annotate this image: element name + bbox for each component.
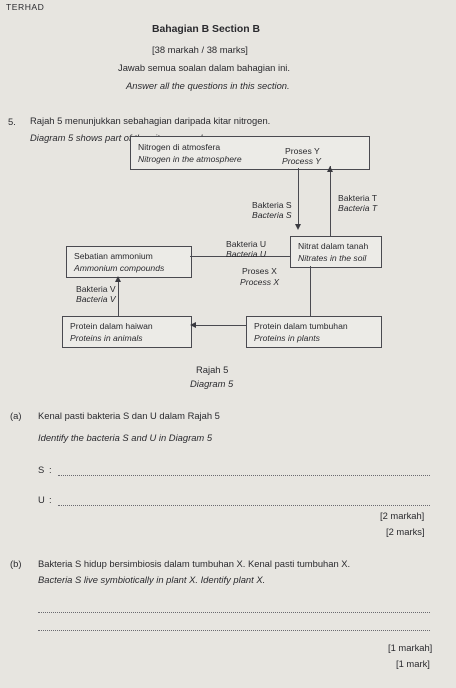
bacteria-v-en: Bacteria V xyxy=(76,294,116,304)
ammonium-box xyxy=(66,246,192,278)
process-x-en: Process X xyxy=(240,277,280,287)
total-marks: [38 markah / 38 marks] xyxy=(152,44,248,55)
part-b-text-ms: Bakteria S hidup bersimbiosis dalam tumb… xyxy=(38,558,351,569)
plant-protein-box xyxy=(246,316,382,348)
answer-b-line-2[interactable] xyxy=(38,630,430,631)
plant-to-animal-line xyxy=(194,325,246,326)
part-a-marks-ms: [2 markah] xyxy=(380,510,425,521)
part-a-label: (a) xyxy=(10,410,22,421)
instruction-en: Answer all the questions in this section… xyxy=(126,80,290,91)
question-number: 5. xyxy=(8,116,16,127)
atmosphere-label-en: Nitrogen in the atmosphere xyxy=(138,154,242,164)
ammonium-label-ms: Sebatian ammonium xyxy=(74,251,153,261)
plant-protein-en: Proteins in plants xyxy=(254,333,320,343)
bacteria-t-ms: Bakteria T xyxy=(338,193,378,203)
bacteria-u-ms: Bakteria U xyxy=(226,239,267,249)
bacteria-v-arrow xyxy=(114,276,121,282)
part-b-text-en: Bacteria S live symbiotically in plant X… xyxy=(38,574,266,585)
question-stem-ms: Rajah 5 menunjukkan sebahagian daripada … xyxy=(30,115,271,126)
bacteria-v-line xyxy=(118,278,119,316)
process-x-ms: Proses X xyxy=(242,266,277,276)
nitrate-box xyxy=(290,236,382,268)
process-y-line xyxy=(330,166,331,236)
answer-u-colon: : xyxy=(49,494,52,505)
part-a-text-ms: Kenal pasti bakteria S dan U dalam Rajah… xyxy=(38,410,220,421)
animal-protein-box xyxy=(62,316,192,348)
part-b-marks-en: [1 mark] xyxy=(396,658,430,669)
diagram-caption-ms: Rajah 5 xyxy=(196,364,229,375)
part-a-marks-en: [2 marks] xyxy=(386,526,425,537)
nitrate-label-ms: Nitrat dalam tanah xyxy=(298,241,369,251)
process-y-en: Process Y xyxy=(282,156,322,166)
answer-s-label: S xyxy=(38,464,45,475)
bacteria-t-en: Bacteria T xyxy=(338,203,378,213)
bacteria-s-en: Bacteria S xyxy=(252,210,292,220)
restricted-label: TERHAD xyxy=(6,2,45,12)
instruction-ms: Jawab semua soalan dalam bahagian ini. xyxy=(118,62,290,73)
answer-b-line-1[interactable] xyxy=(38,612,430,613)
answer-u-label: U xyxy=(38,494,45,505)
answer-s-colon: : xyxy=(49,464,52,475)
ammonium-label-en: Ammonium compounds xyxy=(74,263,165,273)
answer-s-line[interactable] xyxy=(58,475,430,476)
process-x-line xyxy=(310,266,311,316)
bacteria-s-ms: Bakteria S xyxy=(252,200,292,210)
nitrate-label-en: Nitrates in the soil xyxy=(298,253,367,263)
animal-protein-ms: Protein dalam haiwan xyxy=(70,321,153,331)
part-b-label: (b) xyxy=(10,558,22,569)
bacteria-s-arrow xyxy=(294,224,301,230)
atmosphere-label-ms: Nitrogen di atmosfera xyxy=(138,142,221,152)
plant-protein-ms: Protein dalam tumbuhan xyxy=(254,321,348,331)
section-title: Bahagian B Section B xyxy=(152,24,260,35)
part-a-text-en: Identify the bacteria S and U in Diagram… xyxy=(38,432,213,443)
process-y-arrow xyxy=(326,166,333,172)
bacteria-u-en: Bacteria U xyxy=(226,249,267,259)
animal-protein-en: Proteins in animals xyxy=(70,333,143,343)
question-stem-en: Diagram 5 shows part of the nitrogen cyc… xyxy=(30,132,211,143)
atmosphere-box xyxy=(130,136,370,170)
plant-to-animal-arrow xyxy=(190,321,196,328)
bacteria-u-line xyxy=(190,256,290,257)
diagram-caption-en: Diagram 5 xyxy=(190,378,234,389)
bacteria-v-ms: Bakteria V xyxy=(76,284,116,294)
answer-u-line[interactable] xyxy=(58,505,430,506)
part-b-marks-ms: [1 markah] xyxy=(388,642,433,653)
bacteria-s-line xyxy=(298,168,299,226)
process-y-ms: Proses Y xyxy=(285,146,320,156)
